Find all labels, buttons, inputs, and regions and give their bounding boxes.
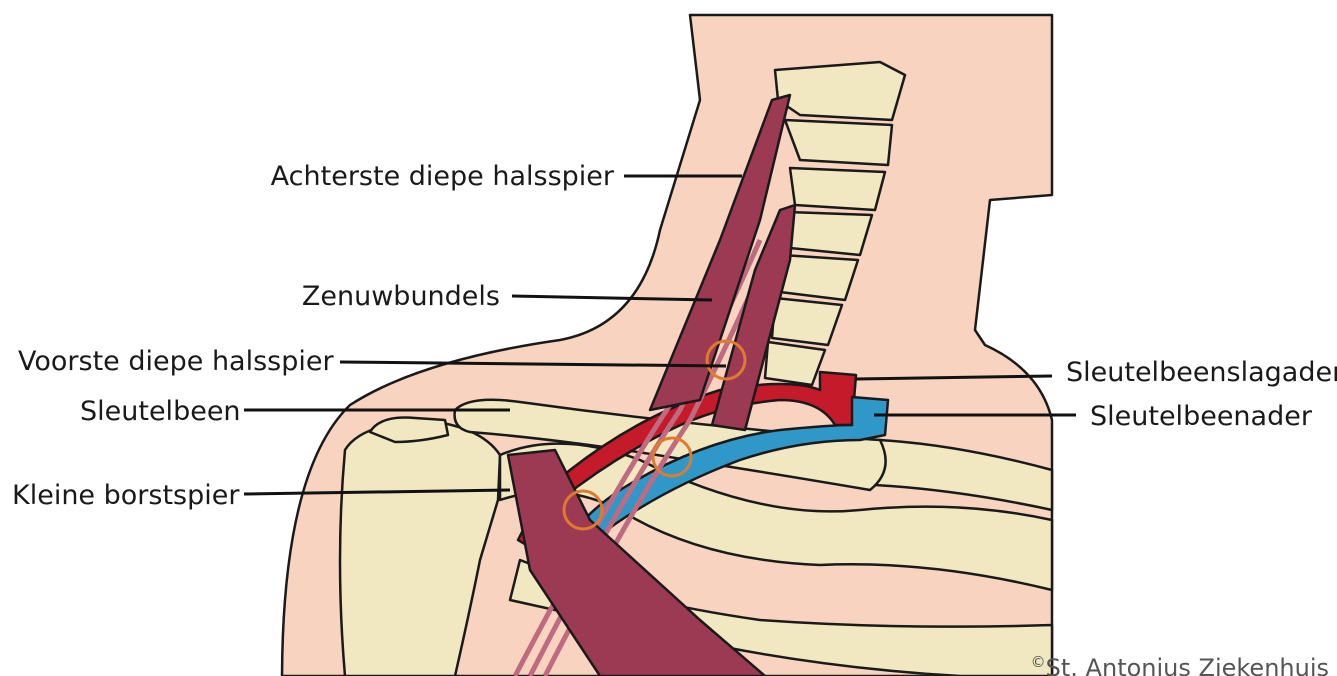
label-sleutelbeenslagader: Sleutelbeenslagader: [1066, 357, 1337, 388]
label-zenuwbundels: Zenuwbundels: [302, 281, 500, 312]
copyright-symbol: ©: [1031, 653, 1046, 671]
label-kleine-borstspier: Kleine borstspier: [12, 480, 240, 511]
credit-text: St. Antonius Ziekenhuis: [1046, 654, 1329, 676]
label-sleutelbeen: Sleutelbeen: [80, 396, 241, 427]
copyright-credit: ©St. Antonius Ziekenhuis: [1031, 653, 1329, 676]
label-sleutelbeenader: Sleutelbeenader: [1090, 401, 1313, 432]
label-achterste-diepe-halsspier: Achterste diepe halsspier: [271, 161, 615, 192]
label-voorste-diepe-halsspier: Voorste diepe halsspier: [18, 346, 334, 377]
